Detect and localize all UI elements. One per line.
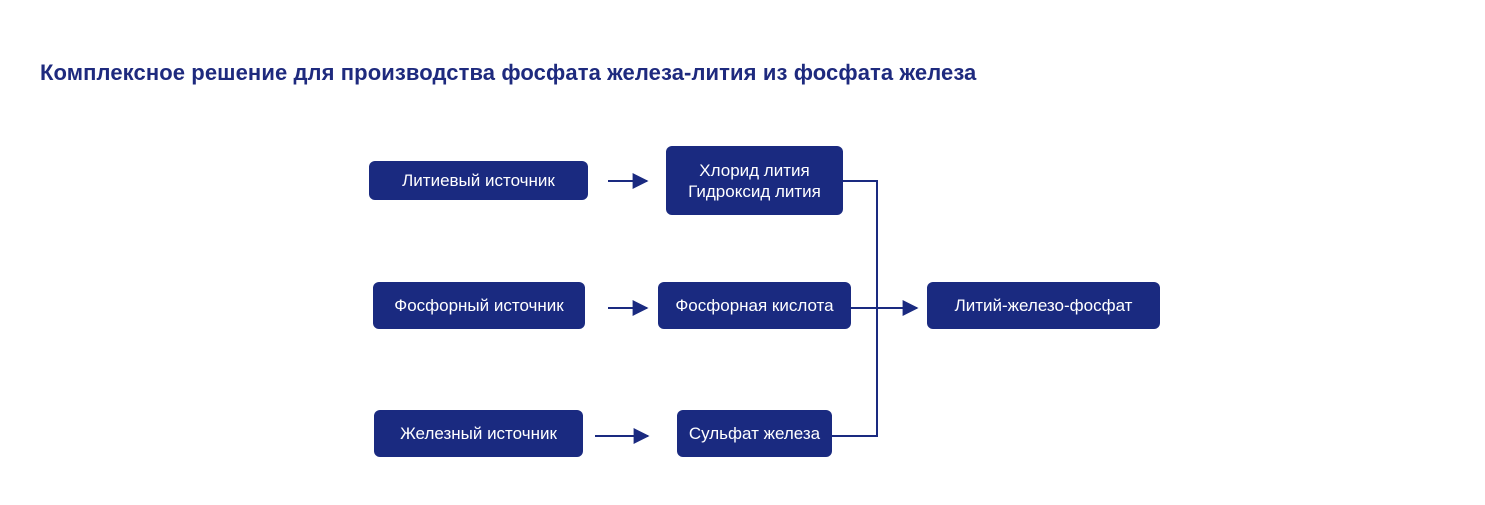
node-lithium-compounds: Хлорид лития Гидроксид лития [666, 146, 843, 215]
node-iron-source: Железный источник [374, 410, 583, 457]
node-label-line-2: Гидроксид лития [688, 181, 821, 201]
node-label: Фосфорная кислота [675, 296, 834, 315]
node-label: Фосфорный источник [394, 296, 564, 315]
node-label: Литий-железо-фосфат [954, 296, 1133, 315]
node-phosphorus-source: Фосфорный источник [373, 282, 585, 329]
node-phosphoric-acid: Фосфорная кислота [658, 282, 851, 329]
node-label: Сульфат железа [688, 424, 821, 443]
page-title: Комплексное решение для производства фос… [40, 60, 977, 85]
node-lithium-source: Литиевый источник [369, 161, 588, 200]
node-lithium-iron-phosphate: Литий-железо-фосфат [927, 282, 1160, 329]
node-label: Литиевый источник [402, 171, 555, 190]
node-iron-sulfate: Сульфат железа [677, 410, 832, 457]
node-label: Железный источник [400, 424, 557, 443]
node-label-line-1: Хлорид лития [699, 160, 810, 180]
